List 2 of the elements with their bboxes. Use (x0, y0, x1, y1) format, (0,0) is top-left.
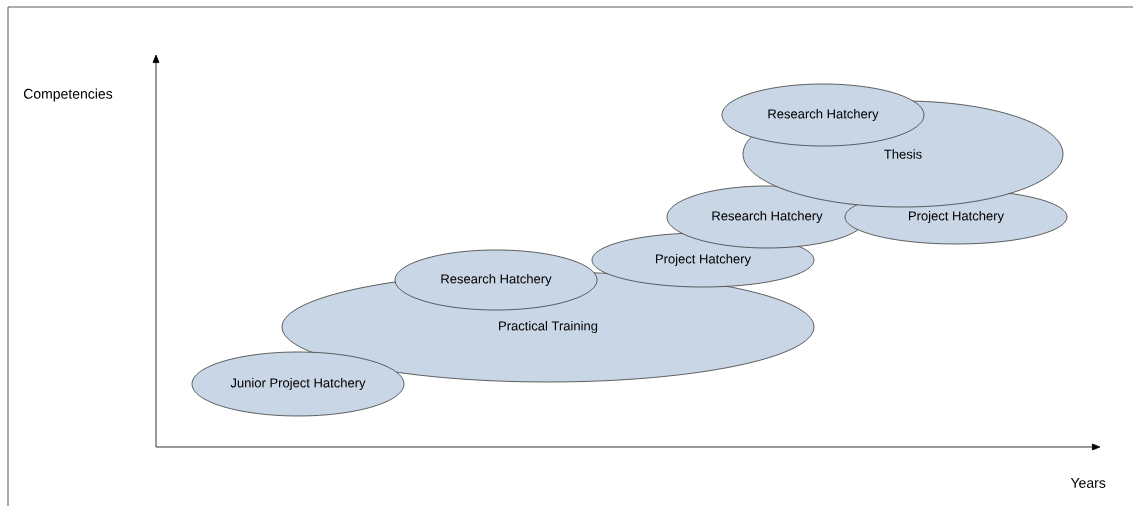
axis-label: Years (1070, 478, 1106, 488)
axis-label: Competencies (23, 88, 113, 102)
